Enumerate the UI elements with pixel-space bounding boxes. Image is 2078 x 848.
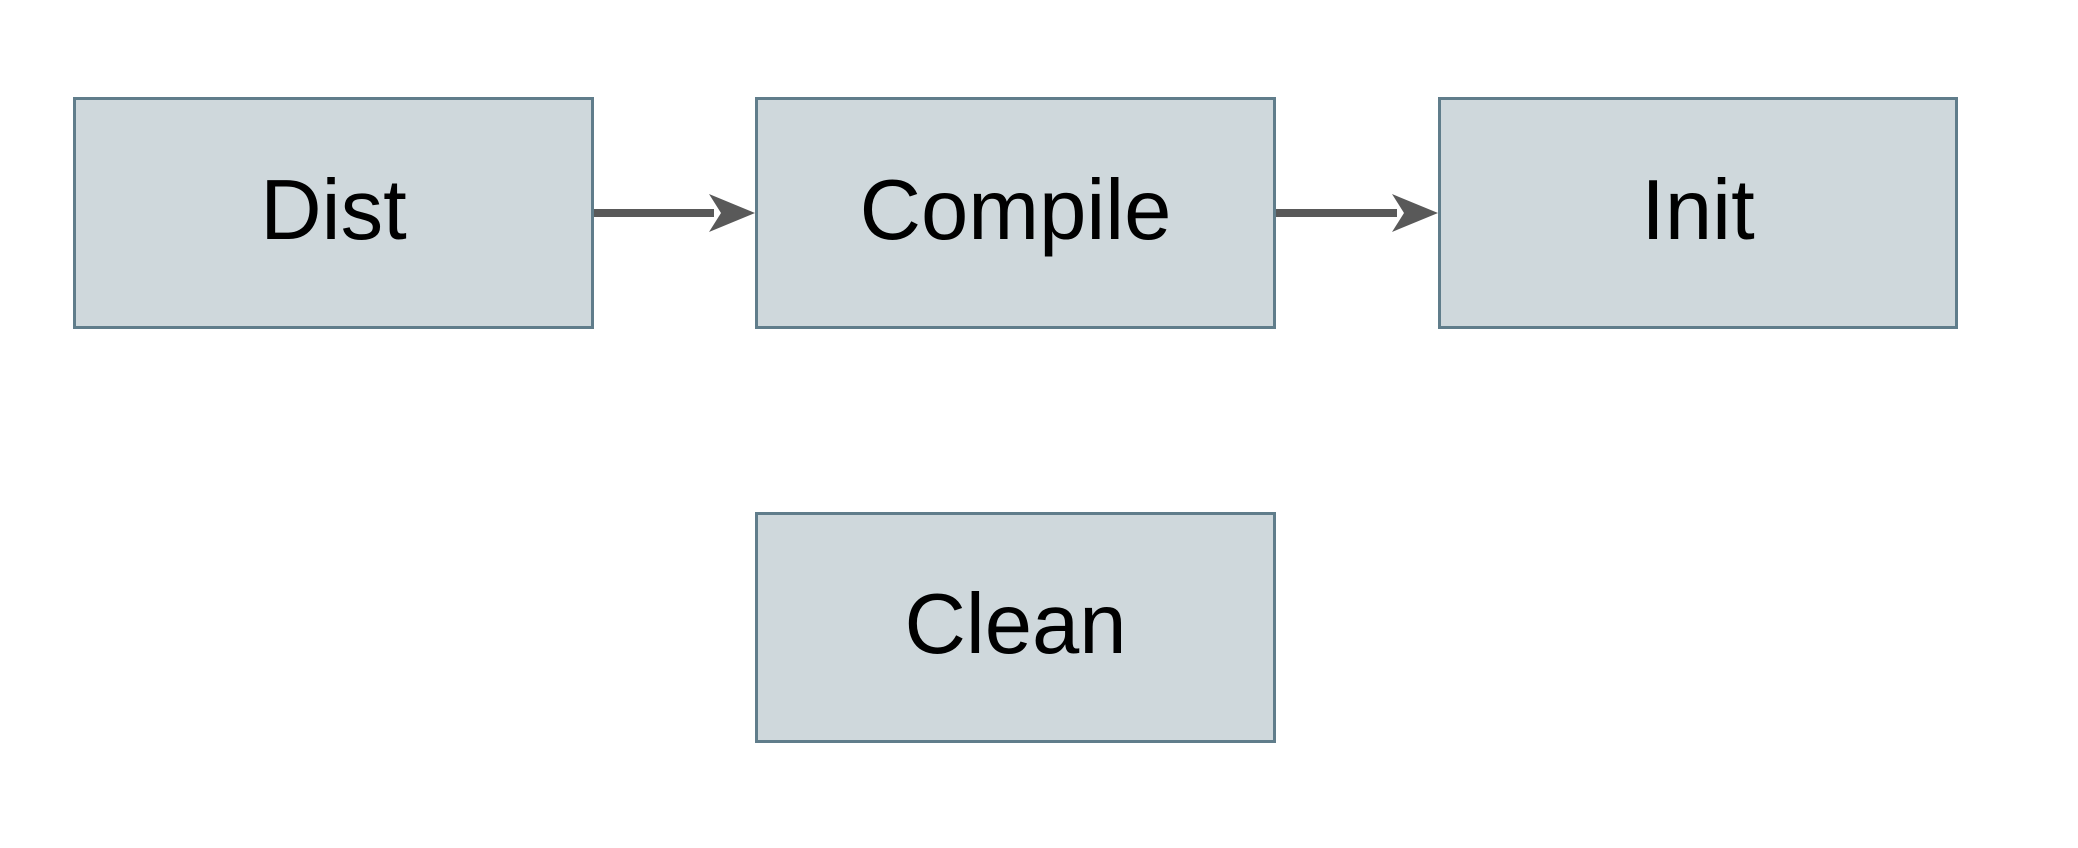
arrow-head-icon bbox=[1392, 194, 1438, 232]
node-clean-label: Clean bbox=[904, 577, 1127, 672]
node-dist: Dist bbox=[73, 97, 594, 329]
arrow-head-icon bbox=[709, 194, 755, 232]
node-init-label: Init bbox=[1641, 162, 1755, 258]
node-dist-label: Dist bbox=[260, 162, 407, 258]
node-compile: Compile bbox=[755, 97, 1276, 329]
node-init: Init bbox=[1438, 97, 1958, 329]
node-clean: Clean bbox=[755, 512, 1276, 743]
node-compile-label: Compile bbox=[859, 162, 1172, 258]
arrow-dist-to-compile bbox=[594, 194, 755, 232]
arrow-compile-to-init bbox=[1276, 194, 1438, 232]
